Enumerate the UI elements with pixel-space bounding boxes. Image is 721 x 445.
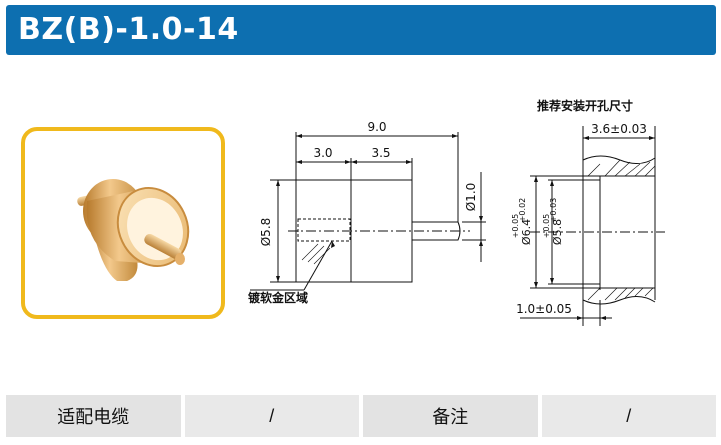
cable-value: /: [184, 395, 359, 437]
dim-a: 3.0: [313, 146, 332, 160]
install-outer-tol-lower: +0.02: [518, 198, 527, 223]
cable-label: 适配电缆: [6, 395, 181, 437]
product-title: BZ(B)-1.0-14: [18, 12, 239, 47]
spec-table: 适配电缆 / 备注 /: [6, 395, 716, 437]
product-photo-frame: [21, 127, 225, 319]
dim-total: 9.0: [367, 120, 386, 134]
dim-body-dia: Ø5.8: [259, 218, 273, 247]
plating-note: 镀软金区域: [248, 290, 308, 305]
install-inner-dia: Ø5.8: [551, 219, 564, 245]
remark-label: 备注: [363, 395, 538, 437]
install-inner-tol-upper: +0.05: [542, 214, 551, 239]
title-bar: BZ(B)-1.0-14: [6, 5, 716, 55]
dimension-drawing: 9.0 3.0 3.5 Ø5.8 Ø1.0 镀软金区域 推荐安装开孔尺寸: [248, 98, 665, 326]
install-step: 1.0±0.05: [516, 302, 572, 316]
install-depth: 3.6±0.03: [591, 122, 647, 136]
dim-pin-dia: Ø1.0: [464, 183, 478, 212]
dim-b: 3.5: [371, 146, 390, 160]
remark-value: /: [541, 395, 716, 437]
install-inner-tol-lower: +0.03: [549, 198, 558, 223]
install-outer-tol-upper: +0.05: [511, 214, 520, 239]
product-photo: [77, 179, 190, 281]
install-outer-dia: Ø6.4: [520, 219, 533, 245]
install-title: 推荐安装开孔尺寸: [537, 98, 633, 113]
